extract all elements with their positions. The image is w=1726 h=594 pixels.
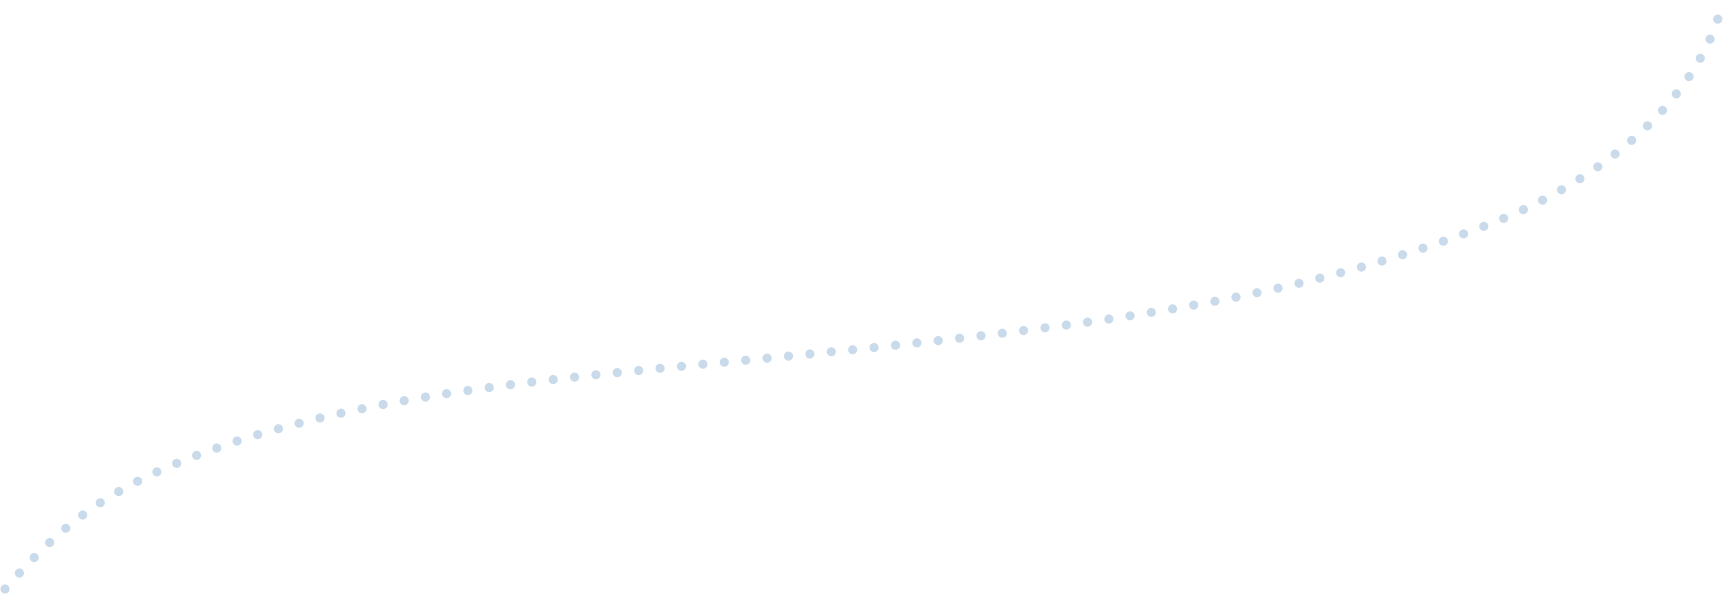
curve-dot <box>612 368 622 378</box>
curve-dot <box>1210 296 1220 306</box>
curve-dot <box>273 424 283 434</box>
curve-dot <box>1356 262 1366 272</box>
curve-dot <box>0 584 10 594</box>
curve-dot <box>719 357 729 367</box>
dot-group <box>0 14 1723 594</box>
curve-dot <box>212 443 222 453</box>
curve-dot <box>1575 174 1585 184</box>
curve-dot <box>78 510 88 520</box>
curve-dot <box>1479 221 1489 231</box>
curve-dot <box>890 340 901 350</box>
curve-dot <box>741 355 751 365</box>
curve-dot <box>463 385 473 396</box>
curve-dot <box>548 374 558 385</box>
curve-dot <box>420 392 430 402</box>
curve-dot <box>1418 243 1428 253</box>
curve-dot <box>442 389 452 399</box>
curve-dot <box>1231 292 1241 302</box>
curve-dot <box>655 363 665 373</box>
curve-dot <box>95 498 105 508</box>
curve-dot <box>997 328 1007 338</box>
curve-dot <box>1627 135 1637 145</box>
curve-dot <box>805 349 815 359</box>
curve-dot <box>1705 34 1715 44</box>
curve-dot <box>848 345 858 355</box>
curve-dot <box>1019 325 1029 336</box>
curve-dot <box>955 333 965 343</box>
curve-dot <box>1438 236 1448 246</box>
curve-dot <box>29 552 39 563</box>
curve-dot <box>484 382 494 393</box>
curve-dot <box>1556 185 1567 195</box>
curve-dot <box>1538 195 1548 205</box>
curve-dot <box>1593 162 1603 172</box>
curve-dot <box>1642 121 1653 131</box>
curve-dot <box>1168 304 1178 314</box>
curve-dot <box>1315 273 1325 283</box>
curve-dot <box>976 331 986 341</box>
curve-dot <box>783 351 794 361</box>
curve-dot <box>1083 317 1093 327</box>
curve-dot <box>912 338 922 348</box>
curve-dot <box>357 404 367 414</box>
curve-dot <box>1499 213 1509 223</box>
curve-dot <box>1518 205 1528 215</box>
curve-dot <box>1104 314 1114 324</box>
curve-dot <box>192 450 202 460</box>
curve-dot <box>1252 288 1262 298</box>
curve-dot <box>826 347 836 357</box>
curve-dot <box>527 377 537 387</box>
curve-dot <box>294 418 304 428</box>
curve-dot <box>634 365 644 376</box>
curve-dot <box>1459 229 1469 239</box>
curve-dot <box>1125 311 1135 321</box>
curve-dot <box>1695 53 1705 63</box>
curve-dot <box>315 413 325 423</box>
curve-dot <box>399 396 409 406</box>
curve-dot <box>1189 300 1199 310</box>
curve-dot <box>172 458 182 468</box>
curve-dot <box>1657 105 1668 115</box>
curve-dot <box>698 359 708 369</box>
curve-dot <box>1398 250 1408 260</box>
curve-dot <box>1377 256 1387 266</box>
curve-dot <box>253 430 263 440</box>
curve-dot <box>1684 72 1694 82</box>
curve-dot <box>1713 14 1723 24</box>
curve-dot <box>1336 268 1346 278</box>
curve-dot <box>1273 283 1283 293</box>
curve-dot <box>45 537 55 548</box>
curve-dot <box>114 486 124 497</box>
curve-dot <box>591 370 601 380</box>
curve-dot <box>14 568 24 578</box>
curve-dot <box>1294 278 1304 288</box>
curve-dot <box>1040 323 1050 333</box>
curve-dot <box>869 342 879 353</box>
curve-dot <box>378 399 388 410</box>
curve-dot <box>1061 320 1071 330</box>
curve-dot <box>336 408 346 418</box>
curve-dot <box>676 361 687 371</box>
curve-dot <box>1146 307 1156 317</box>
curve-dot <box>1671 89 1681 99</box>
curve-dot <box>232 436 242 446</box>
curve-dot <box>570 372 580 382</box>
curve-dot <box>61 523 71 533</box>
curve-dot <box>505 380 516 390</box>
curve-dot <box>152 467 162 477</box>
curve-dot <box>1610 149 1620 159</box>
curve-dot <box>762 353 772 363</box>
curve-dot <box>933 336 943 346</box>
curve-dot <box>133 476 143 486</box>
